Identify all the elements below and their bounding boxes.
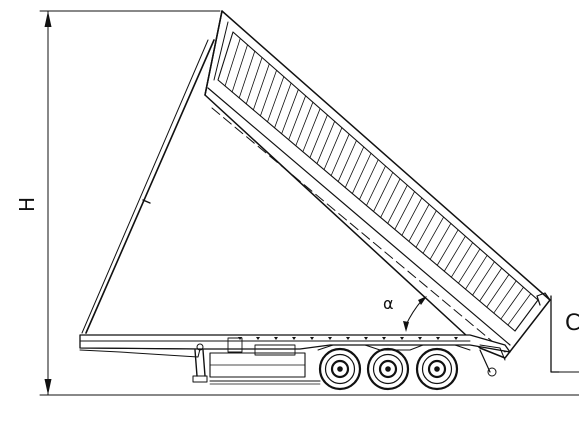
tipper-body [204,10,551,359]
chassis-frame [79,334,511,385]
frame-rivets [238,337,458,340]
wheels [318,347,459,391]
height-dimension [39,10,221,396]
hydraulic-ram [81,39,215,334]
angle-label: α [383,294,394,313]
rear-dimension-post [550,295,579,373]
body-ribs [224,37,532,326]
height-label: H [15,197,39,212]
angle-indicator [403,296,427,332]
edge-label: C [565,311,579,336]
